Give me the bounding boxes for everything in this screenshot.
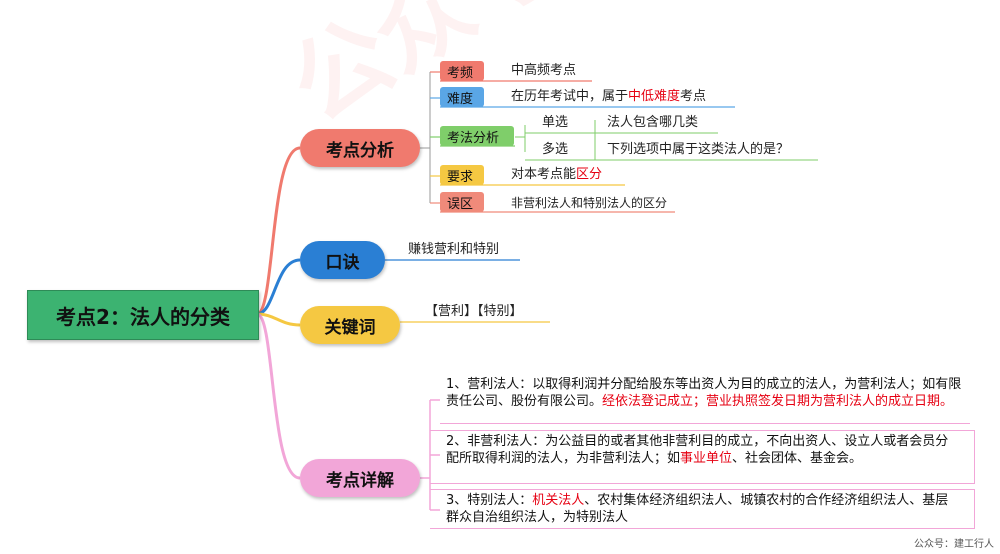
- branch-analysis-label: 考点分析: [326, 140, 394, 161]
- tag-method: 考法分析: [440, 126, 514, 146]
- detail-item-2-highlight: 事业单位: [680, 451, 733, 466]
- difficulty-highlight: 中低难度: [628, 89, 681, 104]
- mnemonic-value: 赚钱营利和特别: [408, 242, 500, 257]
- difficulty-value: 在历年考试中，属于中低难度考点: [511, 88, 706, 106]
- branch-mnemonic-label: 口诀: [325, 252, 360, 273]
- branch-keywords: 关键词: [300, 306, 400, 344]
- method-single-type: 单选: [542, 115, 569, 130]
- requirement-pre: 对本考点能: [511, 167, 577, 182]
- branch-details: 考点详解: [300, 459, 420, 497]
- detail-item-2: 2、非营利法人：为公益目的或者其他非营利目的成立，不向出资人、设立人或者会员分配…: [430, 430, 975, 484]
- method-single-question: 法人包含哪几类: [607, 115, 699, 130]
- branch-details-label: 考点详解: [326, 470, 394, 491]
- tag-requirement: 要求: [440, 165, 484, 185]
- tag-mistake: 误区: [440, 192, 484, 212]
- detail-item-1-text: 1、营利法人：以取得利润并分配给股东等出资人为目的成立的法人，为营利法人；如有限…: [446, 377, 962, 409]
- detail-item-3-post: 、农村集体经济组织法人、城镇农村的合作经济组织法人、基层群众自治组织法人，为特别…: [446, 493, 949, 525]
- root-node: 考点2：法人的分类: [27, 290, 259, 340]
- method-multiple-type: 多选: [542, 142, 569, 157]
- tag-method-label: 考法分析: [447, 130, 500, 146]
- branch-analysis: 考点分析: [300, 129, 420, 167]
- detail-item-1-highlight: 经依法登记成立；营业执照签发日期为营利法人的成立日期。: [602, 394, 954, 409]
- detail-item-2-post: 、社会团体、基金会。: [732, 451, 863, 466]
- footer-credit: 公众号：建工行人: [914, 539, 994, 550]
- mistake-value: 非营利法人和特别法人的区分: [511, 196, 668, 210]
- detail-item-1: 1、营利法人：以取得利润并分配给股东等出资人为目的成立的法人，为营利法人；如有限…: [440, 374, 970, 424]
- branch-mnemonic: 口诀: [300, 241, 385, 279]
- tag-frequency-label: 考频: [447, 65, 474, 81]
- branch-keywords-label: 关键词: [324, 317, 376, 338]
- detail-item-3: 3、特别法人：机关法人、农村集体经济组织法人、城镇农村的合作经济组织法人、基层群…: [430, 489, 975, 529]
- detail-item-2-text: 2、非营利法人：为公益目的或者其他非营利目的成立，不向出资人、设立人或者会员分配…: [446, 434, 949, 466]
- frequency-value: 中高频考点: [511, 63, 577, 78]
- detail-item-3-highlight: 机关法人: [532, 493, 585, 508]
- tag-frequency: 考频: [440, 61, 484, 81]
- tag-difficulty-label: 难度: [447, 91, 474, 107]
- detail-item-3-text: 3、特别法人：: [446, 493, 533, 508]
- tag-difficulty: 难度: [440, 87, 484, 107]
- tag-mistake-label: 误区: [447, 196, 474, 212]
- difficulty-pre: 在历年考试中，属于: [511, 89, 629, 104]
- requirement-value: 对本考点能区分: [511, 166, 602, 184]
- method-multiple-question: 下列选项中属于这类法人的是？: [607, 142, 790, 157]
- requirement-highlight: 区分: [576, 167, 603, 182]
- tag-requirement-label: 要求: [447, 169, 474, 185]
- root-label: 考点2：法人的分类: [56, 304, 230, 329]
- keywords-value: 【营利】【特别】: [425, 304, 523, 319]
- difficulty-post: 考点: [680, 89, 707, 104]
